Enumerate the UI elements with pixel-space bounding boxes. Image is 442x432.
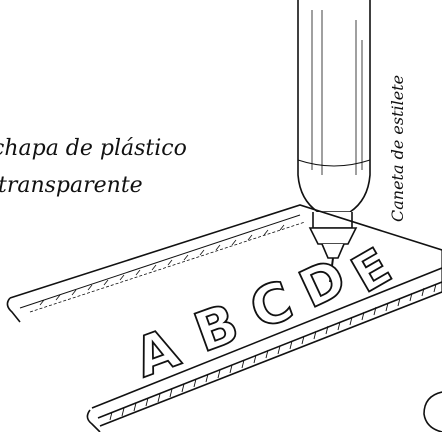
stencil-letters: A B C D E (125, 236, 401, 390)
stylus-pen (297, 0, 371, 283)
stencil-sheet (6, 204, 442, 432)
pen-label: Caneta de estilete (388, 75, 407, 222)
stencil-letter-c: C (242, 269, 301, 342)
plastic-sheet-label-line1: chapa de plástico (0, 136, 187, 161)
stencil-letter-a: A (126, 316, 187, 390)
stencil-letter-b: B (186, 291, 246, 364)
plastic-sheet-label-line2: transparente (0, 173, 143, 198)
corner-circle-fragment (423, 391, 442, 432)
